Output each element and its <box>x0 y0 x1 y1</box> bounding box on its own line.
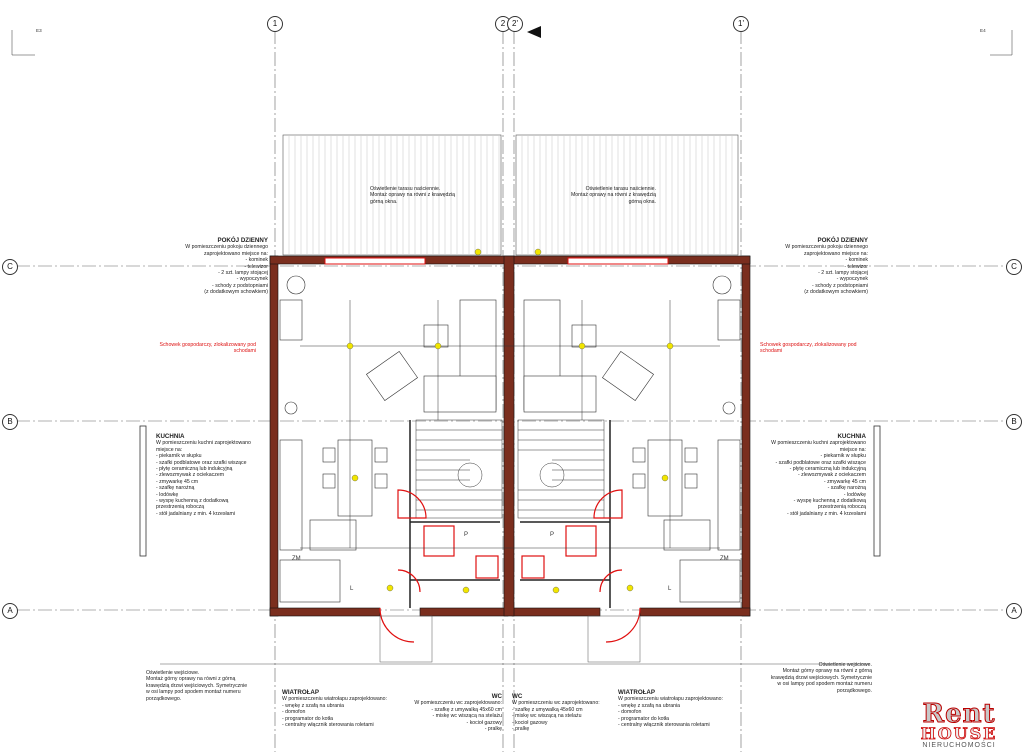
corner-mark-right: E4 <box>980 28 986 33</box>
window-light-note-right: Oświetlenie tarasu naściennie. Montaż op… <box>570 186 656 205</box>
company-logo: Rent HOUSE NIERUCHOMOŚCI <box>900 699 1018 750</box>
kitchen-note-left: KUCHNIA W pomieszczeniu kuchni zaprojekt… <box>156 433 251 517</box>
axis-label-2-prime: 2' <box>507 16 523 32</box>
fixture-tag-p-left: P <box>464 532 469 538</box>
axis-label-c-left: C <box>2 259 18 275</box>
axis-label-b-left: B <box>2 414 18 430</box>
hall-note-right: WIATROŁAP W pomieszczeniu wiatrołapu zap… <box>618 689 723 729</box>
fixture-tag-p-right: P <box>550 532 555 538</box>
entrance-light-note-right: Oświetlenie wejściowe. Montaż górny opra… <box>770 662 872 694</box>
axis-label-c-right: C <box>1006 259 1022 275</box>
axis-label-1-prime: 1' <box>733 16 749 32</box>
fixture-tag-l-left: L <box>350 586 354 592</box>
entrance-light-note-left: Oświetlenie wejściowe. Montaż górny opra… <box>146 670 248 702</box>
axis-label-a-right: A <box>1006 603 1022 619</box>
wc-note-right: WC W pomieszczeniu wc zaprojektowano: - … <box>512 693 600 733</box>
axis-label-1: 1 <box>267 16 283 32</box>
hall-note-left: WIATROŁAP W pomieszczeniu wiatrołapu zap… <box>282 689 387 729</box>
logo-word-rent: Rent <box>922 699 996 729</box>
corner-mark-left: E3 <box>36 28 42 33</box>
fixture-tag-zm-left: ZM <box>292 556 301 562</box>
living-room-note-right: POKÓJ DZIENNY W pomieszczeniu pokoju dzi… <box>785 237 868 296</box>
logo-subtitle: NIERUCHOMOŚCI <box>922 742 996 749</box>
kitchen-note-right: KUCHNIA W pomieszczeniu kuchni zaprojekt… <box>771 433 866 517</box>
axis-label-b-right: B <box>1006 414 1022 430</box>
fixture-tag-l-right: L <box>668 586 672 592</box>
axis-label-a-left: A <box>2 603 18 619</box>
storage-note-right: Schowek gospodarczy, zlokalizowany pod s… <box>760 342 857 355</box>
window-light-note-left: Oświetlenie tarasu naściennie. Montaż op… <box>370 186 456 205</box>
wc-note-left: WC W pomieszczeniu wc zaprojektowano: - … <box>414 693 502 733</box>
logo-word-house: HOUSE <box>920 724 998 743</box>
fixture-tag-zm-right: ZM <box>720 556 729 562</box>
living-room-note-left: POKÓJ DZIENNY W pomieszczeniu pokoju dzi… <box>185 237 268 296</box>
storage-note-left: Schowek gospodarczy, zlokalizowany pod s… <box>159 342 257 355</box>
